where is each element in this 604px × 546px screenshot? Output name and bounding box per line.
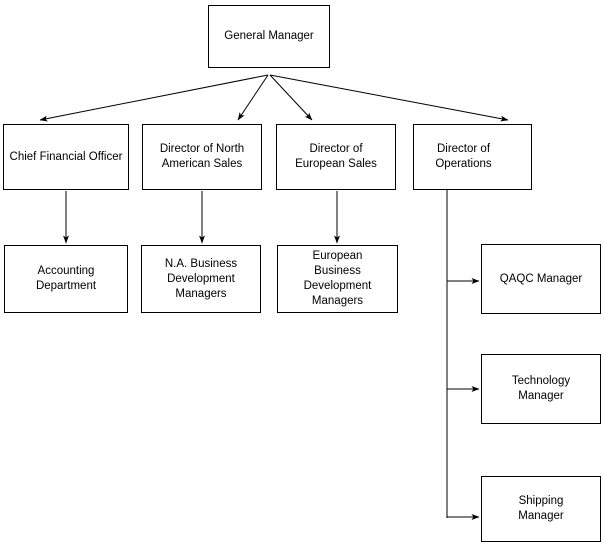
org-node-european-business-development-managers[interactable]: European Business Development Managers [277,245,398,313]
org-node-label: Director of North American Sales [159,143,245,170]
org-node-label: Chief Financial Officer [9,150,123,163]
org-node-label: General Manager [224,30,314,42]
org-node-label: QAQC Manager [499,272,583,285]
org-node-shipping-manager[interactable]: Shipping Manager [481,476,601,542]
org-node-label: Shipping Manager [518,495,564,522]
org-node-label: European Business Development Managers [303,250,372,307]
org-node-label: Director of Operations [435,143,492,170]
connector-gm-to-eu-sales [269,74,313,121]
org-node-technology-manager[interactable]: Technology Manager [481,354,601,424]
org-node-director-european-sales[interactable]: Director of European Sales [276,124,396,190]
org-node-director-operations[interactable]: Director of Operations [413,124,532,190]
org-node-label: N.A. Business Development Managers [164,257,238,300]
org-node-accounting-department[interactable]: Accounting Department [4,245,128,313]
org-node-director-north-american-sales[interactable]: Director of North American Sales [142,124,262,190]
org-node-general-manager[interactable]: General Manager [208,5,330,68]
org-node-na-business-development-managers[interactable]: N.A. Business Development Managers [141,245,261,313]
org-node-chief-financial-officer[interactable]: Chief Financial Officer [3,124,129,190]
org-node-qaqc-manager[interactable]: QAQC Manager [481,244,601,314]
org-node-label: Director of European Sales [295,143,377,170]
org-node-label: Technology Manager [511,375,571,402]
connector-gm-to-operations [269,74,509,122]
connector-gm-to-cfo [39,74,269,122]
connector-gm-to-na-sales [237,74,269,121]
org-node-label: Accounting Department [35,265,97,292]
